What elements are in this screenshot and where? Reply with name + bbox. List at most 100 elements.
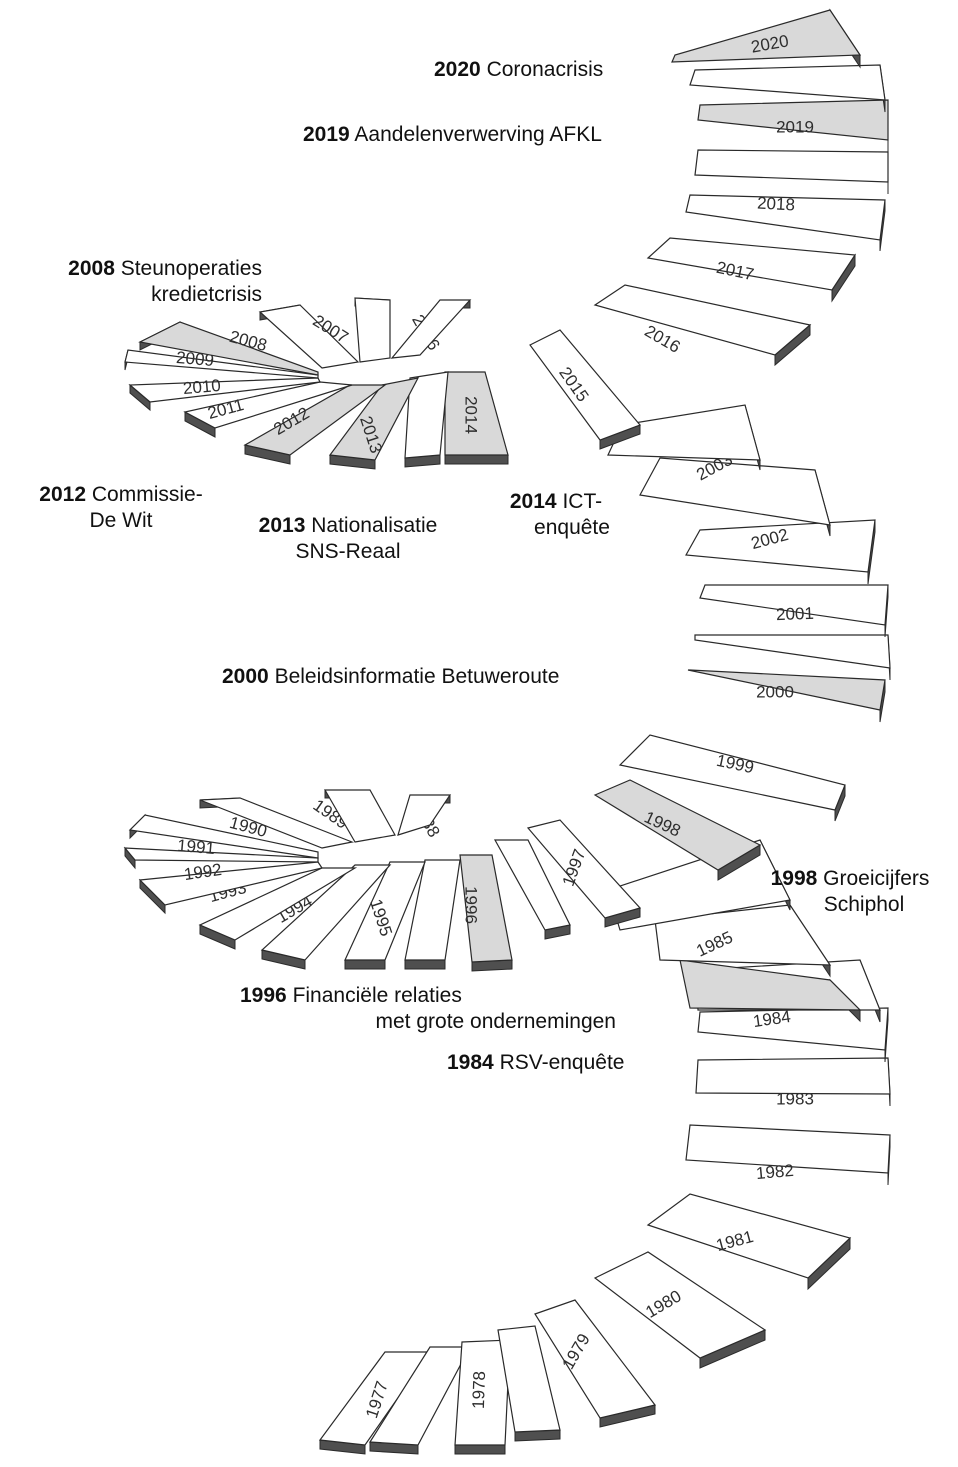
step-1979: 1979 — [534, 1299, 657, 1428]
annotation-2000-year: 2000 — [222, 665, 269, 688]
step-1995: 1995 — [344, 861, 426, 970]
step-tread — [618, 734, 846, 811]
step-blank — [694, 634, 891, 681]
step-tread — [258, 304, 360, 369]
step-tread — [123, 847, 319, 863]
step-2010: 2010 — [128, 376, 321, 412]
step-tread — [534, 1299, 657, 1419]
step-2015: 2015 — [529, 329, 642, 450]
step-tread — [344, 861, 426, 961]
step-2014: 2014 — [444, 371, 509, 465]
step-tread — [493, 839, 571, 931]
step-tread — [593, 779, 762, 871]
step-2018: 2018 — [685, 194, 886, 252]
annotation-1984-text: RSV-enquête — [499, 1051, 625, 1074]
step-1978: 1978 — [454, 1339, 511, 1455]
step-tread — [679, 959, 862, 1011]
annotation-2008: 2008 Steunoperaties kredietcrisis — [10, 256, 262, 308]
annotation-2019-year: 2019 — [303, 123, 350, 146]
step-1992: 1992 — [138, 860, 323, 915]
step-label-1996: 1996 — [462, 886, 481, 924]
step-tread — [529, 329, 642, 441]
step-tread — [671, 9, 862, 63]
step-tread — [323, 789, 396, 843]
step-label-1983: 1983 — [776, 1089, 814, 1108]
annotation-2014: 2014 ICT- enquête — [470, 489, 642, 541]
step-tread — [646, 1193, 852, 1279]
step-tread — [685, 519, 876, 573]
step-2002: 2002 — [685, 519, 876, 585]
step-blank — [404, 371, 449, 468]
annotation-1998-year: 1998 — [770, 867, 818, 890]
step-tread — [397, 794, 452, 836]
step-blank — [689, 64, 886, 113]
step-tread — [124, 349, 319, 379]
step-1983: 1983 — [697, 1007, 889, 1108]
step-2013: 2013 — [328, 377, 420, 470]
step-blank — [694, 149, 889, 194]
step-1980: 1980 — [593, 1251, 767, 1369]
step-riser — [344, 959, 386, 970]
step-blank — [695, 1057, 891, 1107]
step-1984: 1984 — [679, 959, 862, 1031]
step-blank — [397, 794, 452, 836]
step-tread — [694, 149, 889, 183]
step-tread — [260, 864, 392, 961]
step-tread — [128, 814, 319, 859]
step-2020: 2020 — [671, 8, 862, 69]
step-label-2014: 2014 — [462, 396, 481, 434]
annotation-2020-year: 2020 — [434, 58, 481, 81]
step-2003: 2003 — [639, 450, 831, 537]
annotation-2019: 2019 Aandelenverwerving AFKL — [303, 122, 602, 148]
step-riser — [454, 1444, 506, 1455]
step-label-2019: 2019 — [776, 117, 814, 136]
step-tread — [685, 194, 886, 241]
annotation-2014-year: 2014 — [509, 490, 557, 513]
annotation-2019-text: Aandelenverwerving AFKL — [354, 123, 602, 146]
step-2007: 2007 — [258, 304, 360, 369]
annotation-1996: 1996 Financiële relaties met grote onder… — [234, 983, 616, 1035]
step-tread — [138, 861, 323, 906]
step-tread — [128, 377, 321, 403]
annotation-1996-line1: Financiële relaties — [292, 984, 462, 1007]
step-tread — [646, 237, 857, 291]
step-label-2001: 2001 — [776, 604, 814, 624]
step-blank — [404, 859, 461, 970]
step-riser — [444, 454, 509, 465]
step-tread — [454, 1339, 511, 1446]
step-tread — [497, 1325, 561, 1433]
annotation-2008-line1: Steunoperaties — [120, 257, 262, 280]
annotation-2012-line2: De Wit — [89, 509, 153, 532]
step-label-2000: 2000 — [756, 682, 794, 701]
step-tread — [687, 669, 886, 711]
step-2019: 2019 — [697, 99, 889, 152]
step-1985: 1985 — [654, 903, 832, 978]
step-1982: 1982 — [685, 1124, 891, 1186]
step-tread — [354, 297, 391, 363]
annotation-1984-year: 1984 — [447, 1051, 494, 1074]
annotation-1998-line2: Schiphol — [823, 893, 905, 916]
annotation-2008-year: 2008 — [68, 257, 115, 280]
step-2001: 2001 — [699, 584, 889, 638]
step-tread — [390, 299, 472, 359]
annotation-2012: 2012 Commissie- De Wit — [12, 482, 230, 534]
annotation-2020: 2020 Coronacrisis — [434, 57, 603, 83]
step-tread — [444, 371, 509, 456]
annotation-2012-year: 2012 — [39, 483, 87, 506]
step-2017: 2017 — [646, 237, 857, 303]
step-tread — [199, 797, 355, 849]
annotation-2000: 2000 Beleidsinformatie Betuweroute — [222, 664, 559, 690]
step-1996: 1996 — [459, 854, 513, 972]
annotation-2000-text: Beleidsinformatie Betuweroute — [274, 665, 560, 688]
annotation-2008-line2: kredietcrisis — [151, 283, 262, 306]
annotation-2013: 2013 Nationalisatie SNS-Reaal — [226, 513, 470, 565]
step-1997: 1997 — [526, 819, 642, 928]
annotation-1984: 1984 RSV-enquête — [447, 1050, 625, 1076]
annotation-2013-line1: Nationalisatie — [311, 514, 438, 537]
step-tread — [695, 1057, 891, 1095]
annotation-1998: 1998 Groeicijfers Schiphol — [746, 866, 954, 918]
step-tread — [685, 1124, 891, 1174]
step-blank — [497, 1325, 561, 1442]
